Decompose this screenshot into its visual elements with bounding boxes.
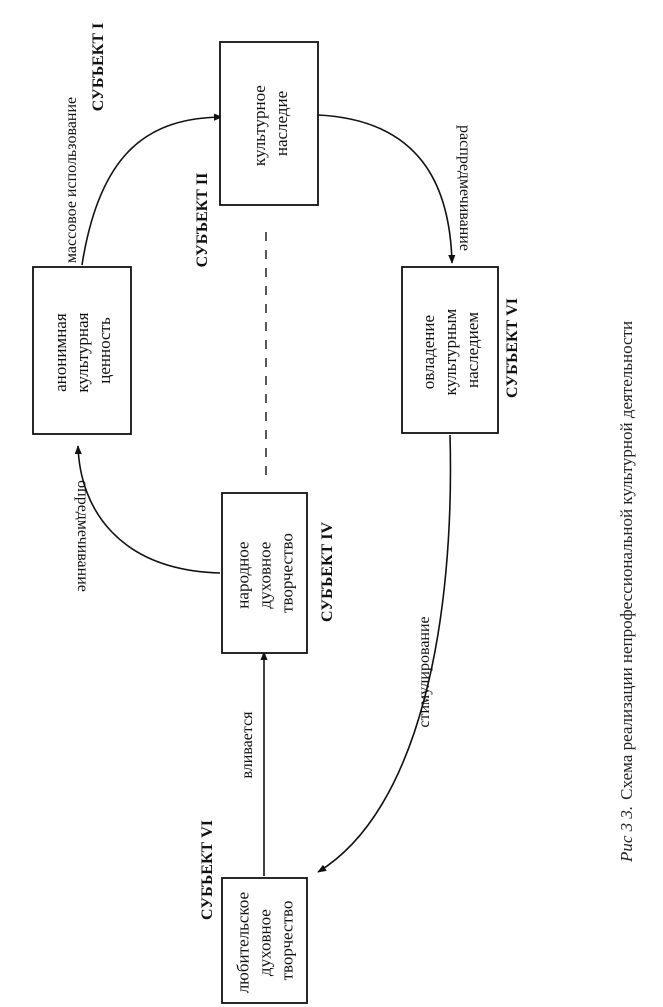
node-anonymous-line-3: ценность xyxy=(95,317,114,384)
objectification-arrow xyxy=(74,445,221,574)
node-folk-line-2: духовное xyxy=(256,542,275,609)
node-amateur-line-2: духовное xyxy=(256,909,275,976)
node-anonymous-frame xyxy=(32,266,132,435)
subject-1: СУБЪЕКТ I xyxy=(90,23,107,111)
figure-caption-text: Схема реализации непрофессиональной куль… xyxy=(617,321,636,800)
subject-4: СУБЪЕКТ IV xyxy=(319,522,336,622)
distribution-arrow xyxy=(317,114,456,264)
node-folk-line-1: народное xyxy=(234,542,253,609)
label-mass-use: массовое использование xyxy=(63,97,80,263)
node-heritage-frame xyxy=(219,41,319,206)
figure-caption: Рис 3 3. Схема реализации непрофессиональ… xyxy=(617,321,636,863)
node-folk-label: народное духовное творчество xyxy=(234,533,297,613)
label-stimulation: стимулирование xyxy=(416,616,433,727)
node-amateur-line-1: любительское xyxy=(234,892,253,993)
label-objectification: опредмечивание xyxy=(74,480,91,592)
node-folk: народное духовное творчество xyxy=(221,492,308,654)
subject-2: СУБЪЕКТ II xyxy=(194,173,211,268)
node-anonymous: анонимная культурная ценность xyxy=(32,266,132,435)
node-mastering: овладение культурным наследием xyxy=(401,266,499,434)
node-mastering-line-2: культурным xyxy=(441,308,460,395)
node-folk-line-3: творчество xyxy=(278,533,297,613)
node-anonymous-line-2: культурная xyxy=(73,312,92,392)
node-mastering-frame xyxy=(401,266,499,434)
node-heritage: культурное наследие xyxy=(219,41,319,206)
node-anonymous-label: анонимная культурная ценность xyxy=(51,308,114,392)
label-distribution: распредмечивание xyxy=(456,125,473,251)
node-heritage-line-1: культурное xyxy=(250,85,269,166)
node-folk-frame xyxy=(221,492,308,654)
node-heritage-line-2: наследие xyxy=(272,91,291,156)
label-flows-into: вливается xyxy=(239,711,256,779)
stimulation-arrow xyxy=(317,434,452,873)
node-mastering-label: овладение культурным наследием xyxy=(419,304,482,395)
node-mastering-line-3: наследием xyxy=(463,312,482,388)
node-amateur-label: любительское духовное творчество xyxy=(234,888,297,994)
figure-caption-lead: Рис 3 3. xyxy=(617,806,636,863)
node-amateur-line-3: творчество xyxy=(278,901,297,981)
node-amateur-frame xyxy=(221,877,308,1004)
subject-6-mastering: СУБЪЕКТ VI xyxy=(504,298,521,398)
node-mastering-line-1: овладение xyxy=(419,315,438,389)
node-amateur: любительское духовное творчество xyxy=(221,877,308,1004)
subject-6-amateur: СУБЪЕКТ VI xyxy=(199,820,216,920)
mass-use-arrow xyxy=(81,113,223,266)
node-heritage-label: культурное наследие xyxy=(250,81,291,166)
node-anonymous-line-1: анонимная xyxy=(51,313,70,392)
